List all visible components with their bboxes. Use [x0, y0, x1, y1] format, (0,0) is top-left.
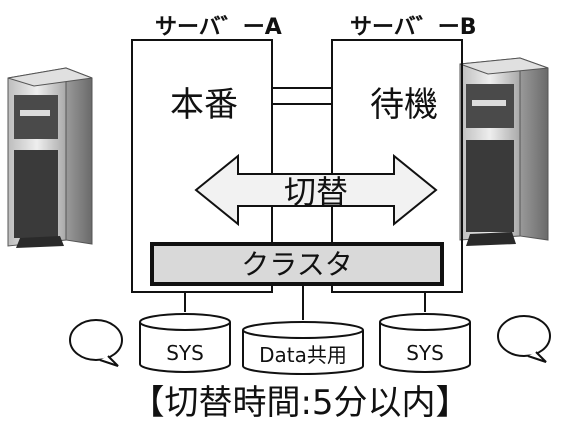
- switchover-arrow: [194, 153, 438, 227]
- server-tower-icon-left: [7, 67, 93, 248]
- caption: 【切替時間:5分以内】: [130, 383, 469, 423]
- server-a-box: [131, 39, 273, 293]
- disk-data-shared: Data共用: [242, 321, 364, 375]
- disk-sys-left: SYS: [139, 313, 231, 373]
- speech-bubble-icon-right: [497, 315, 551, 363]
- server-tower-icon-right: [459, 57, 549, 246]
- disk-sys-right: SYS: [379, 313, 471, 373]
- primary-role-text: 本番: [170, 85, 238, 125]
- disk-label: SYS: [166, 341, 204, 365]
- disk-label: SYS: [406, 341, 444, 365]
- disk-label: Data共用: [259, 343, 347, 367]
- switchover-label: 切替: [284, 173, 348, 211]
- server-b-label: サーバ゛ーB: [350, 15, 477, 40]
- standby-role-text: 待機: [370, 85, 438, 125]
- server-a-label: サーバ゛ーA: [155, 15, 282, 40]
- cluster-label: クラスタ: [241, 248, 352, 281]
- server-b-box: [331, 39, 463, 293]
- speech-bubble-icon-left: [69, 319, 123, 367]
- cluster-bar: [150, 242, 444, 286]
